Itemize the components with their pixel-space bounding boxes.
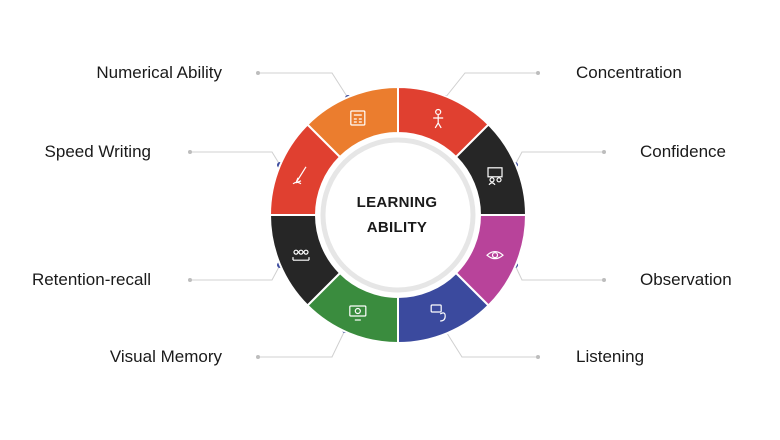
center-title-line2: ABILITY — [366, 219, 428, 236]
ear-speech-icon — [430, 304, 446, 322]
connector-line-concentration — [444, 72, 538, 99]
connector-dot-outer-observation — [602, 278, 606, 282]
person-standing-icon — [433, 108, 444, 129]
connector-line-observation — [514, 264, 604, 281]
calculator-icon — [350, 110, 366, 126]
connector-line-speed-writing — [190, 151, 281, 166]
label-retention-recall: Retention-recall — [31, 270, 151, 289]
center-title-line1: LEARNING — [356, 194, 438, 211]
presenter-board-icon — [487, 167, 503, 186]
connector-line-listening — [444, 329, 538, 358]
connector-dot-outer-visual-memory — [256, 355, 260, 359]
label-listening: Listening — [576, 347, 645, 366]
label-visual-memory: Visual Memory — [109, 347, 222, 366]
ring-segment-numerical-ability — [306, 85, 399, 159]
connector-line-numerical-ability — [258, 72, 349, 99]
connector-line-confidence — [514, 151, 604, 166]
connector-dot-outer-retention-recall — [188, 278, 192, 282]
connector-dot-outer-speed-writing — [188, 150, 192, 154]
label-observation: Observation — [640, 270, 732, 289]
connector-line-retention-recall — [190, 264, 281, 281]
people-group-icon — [292, 249, 310, 261]
label-numerical-ability: Numerical Ability — [96, 63, 222, 82]
label-confidence: Confidence — [640, 142, 727, 161]
center-circle — [320, 137, 476, 293]
monitor-eye-icon — [349, 305, 367, 321]
connector-line-visual-memory — [258, 329, 346, 358]
connector-dot-outer-concentration — [536, 71, 540, 75]
connector-dot-outer-numerical-ability — [256, 71, 260, 75]
label-speed-writing: Speed Writing — [44, 142, 151, 161]
connector-dot-outer-listening — [536, 355, 540, 359]
eye-check-icon — [486, 251, 504, 260]
connector-dot-outer-confidence — [602, 150, 606, 154]
label-concentration: Concentration — [576, 63, 682, 82]
pen-writing-icon — [292, 166, 307, 185]
